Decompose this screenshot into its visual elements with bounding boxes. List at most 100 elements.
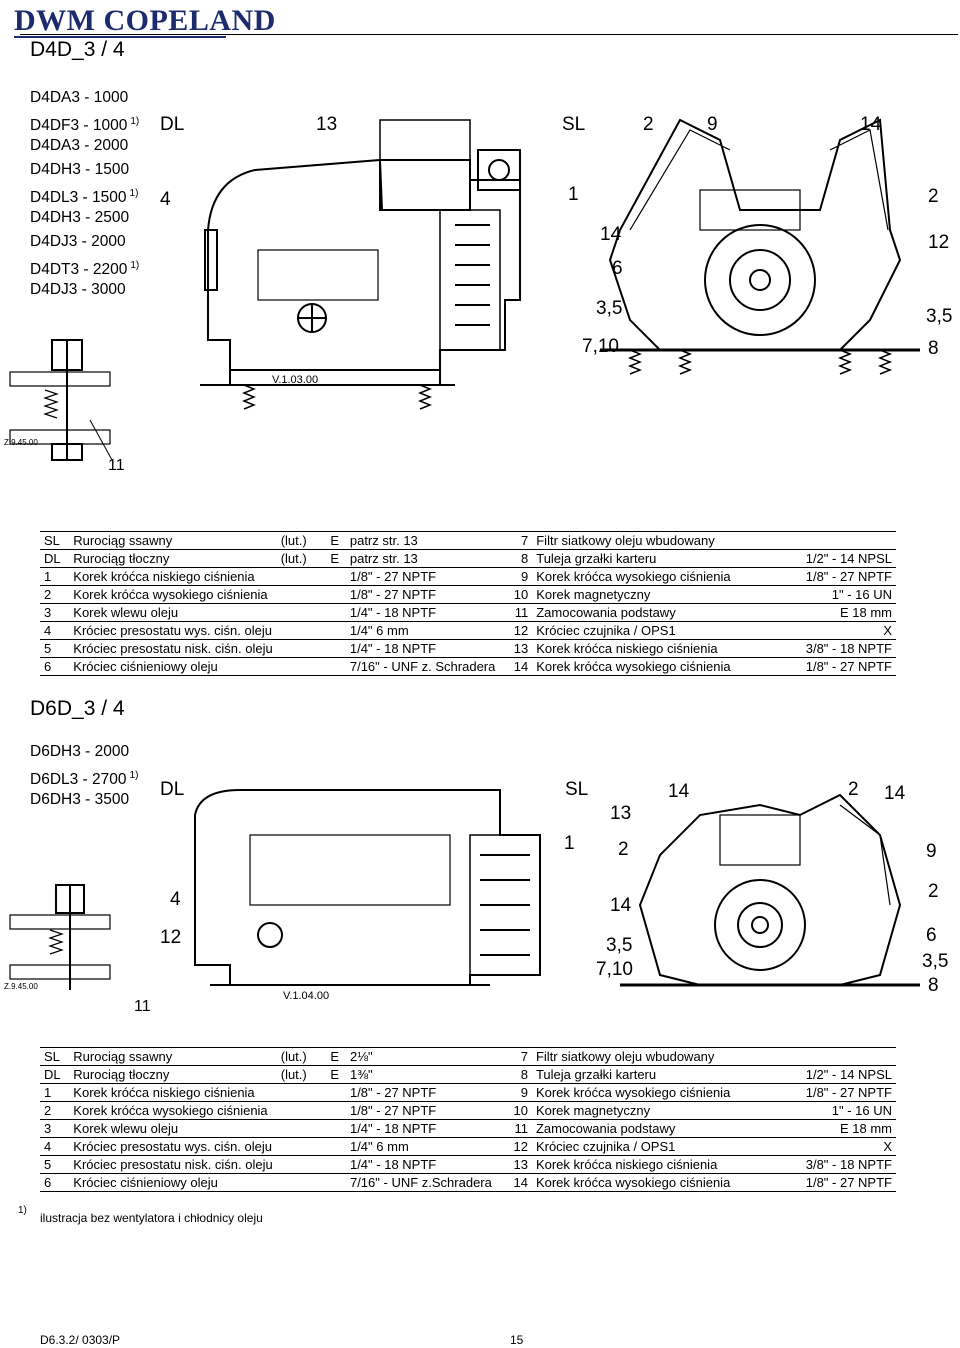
- col-num: 10: [503, 585, 533, 604]
- col-desc: Korek króćca wysokiego ciśnienia: [532, 657, 764, 676]
- callout-1: 1: [568, 184, 579, 205]
- col-desc: Króciec ciśnieniowy oleju: [69, 657, 277, 676]
- document-code: D6.3.2/ 0303/P: [40, 1333, 121, 1347]
- col-sym: [326, 1155, 346, 1174]
- col-value: 1" - 16 UN: [763, 1101, 896, 1120]
- col-num: 14: [502, 1173, 532, 1192]
- callout-13: 13: [610, 803, 631, 824]
- col-unit: (lut.): [276, 549, 327, 568]
- col-num: 11: [503, 603, 533, 622]
- section2-title: D6D_3 / 4: [30, 697, 125, 720]
- col-num: 8: [503, 549, 533, 568]
- col-num: 14: [503, 657, 533, 676]
- col-value: 3/8" - 18 NPTF: [763, 639, 896, 658]
- col-value: 1/4" - 18 NPTF: [345, 603, 504, 622]
- callout-3-5: 3,5: [596, 298, 622, 319]
- col-num: 13: [503, 639, 533, 658]
- col-sym: [326, 657, 346, 676]
- col-desc: Korek magnetyczny: [532, 585, 764, 604]
- col-value: 1/4" - 18 NPTF: [345, 1119, 503, 1138]
- col-desc: Korek króćca niskiego ciśnienia: [69, 567, 277, 586]
- col-sym: [326, 1119, 346, 1138]
- model-item: D4DA3 - 1000: [30, 89, 129, 106]
- col-num: 2: [40, 1101, 70, 1120]
- col-value: patrz str. 13: [345, 549, 504, 568]
- col-desc: Korek wlewu oleju: [69, 603, 277, 622]
- col-desc: Zamocowania podstawy: [531, 1119, 764, 1138]
- callout-1: 1: [564, 833, 575, 854]
- col-value: 2⅛": [345, 1047, 503, 1066]
- col-num: 13: [502, 1155, 532, 1174]
- col-desc: Rurociąg tłoczny: [69, 549, 277, 568]
- col-sym: [326, 567, 346, 586]
- callout-7-10: 7,10: [582, 336, 619, 357]
- col-unit: (lut.): [276, 1047, 327, 1066]
- col-desc: Korek króćca wysokiego ciśnienia: [531, 1083, 764, 1102]
- callout-3-5: 3,5: [922, 951, 948, 972]
- col-value: X: [763, 1137, 896, 1156]
- col-value: 1/2" - 14 NPSL: [763, 1065, 896, 1084]
- callout-12: 12: [928, 232, 949, 253]
- model-item: D4DH3 - 1500: [30, 161, 130, 178]
- col-num: 6: [40, 657, 70, 676]
- figure-code: V.1.04.00: [283, 990, 329, 1002]
- col-value: 1/4" - 18 NPTF: [345, 1155, 503, 1174]
- callout-14: 14: [884, 783, 906, 804]
- col-sym: [326, 621, 346, 640]
- col-unit: [276, 1173, 327, 1192]
- col-unit: [276, 639, 327, 658]
- col-num: 4: [40, 1137, 70, 1156]
- callout-4: 4: [160, 189, 171, 210]
- col-sym: E: [326, 531, 346, 550]
- col-num: 1: [40, 1083, 70, 1102]
- mount-figure-code: Z.9.45.00: [4, 438, 38, 447]
- col-unit: [276, 621, 327, 640]
- col-num: 10: [502, 1101, 532, 1120]
- col-desc: Korek króćca wysokiego ciśnienia: [69, 1101, 277, 1120]
- col-value: 1/8" - 27 NPTF: [763, 1173, 896, 1192]
- col-desc: Rurociąg ssawny: [69, 531, 277, 550]
- page-number: 15: [510, 1333, 524, 1347]
- col-value: 3/8" - 18 NPTF: [763, 1155, 896, 1174]
- callout-9: 9: [707, 114, 718, 135]
- col-desc: Króciec czujnika / OPS1: [532, 621, 764, 640]
- col-num: 5: [40, 639, 70, 658]
- col-value: 1" - 16 UN: [763, 585, 896, 604]
- col-value: 1/8" - 27 NPTF: [763, 1083, 896, 1102]
- col-num: 4: [40, 621, 70, 640]
- logo-rule: [14, 36, 226, 38]
- col-sym: [326, 639, 346, 658]
- model-item: D4DH3 - 2500: [30, 209, 130, 226]
- col-desc: Króciec presostatu wys. ciśn. oleju: [69, 1137, 277, 1156]
- callout-11: 11: [134, 998, 151, 1015]
- col-value: 1/8" - 27 NPTF: [763, 657, 896, 676]
- col-sym: E: [326, 1065, 346, 1084]
- col-unit: [276, 1137, 327, 1156]
- col-unit: [276, 585, 327, 604]
- section-divider: [20, 34, 958, 69]
- col-num: 6: [40, 1173, 70, 1192]
- callout-6: 6: [612, 258, 623, 279]
- callout-dl: DL: [160, 779, 184, 800]
- col-num: 8: [502, 1065, 532, 1084]
- callout-2: 2: [618, 839, 629, 860]
- callout-8: 8: [928, 975, 939, 996]
- figure-code: V.1.03.00: [272, 374, 318, 386]
- col-value: X: [763, 621, 896, 640]
- callout-dl: DL: [160, 114, 184, 135]
- section1-compressor-drawing: DL 4 13 SL 2 9 14 1 2 14 12 6 3,5 3,5 7,…: [4, 114, 952, 474]
- col-desc: Króciec czujnika / OPS1: [531, 1137, 764, 1156]
- callout-3-5: 3,5: [926, 306, 952, 327]
- col-value: patrz str. 13: [345, 531, 504, 550]
